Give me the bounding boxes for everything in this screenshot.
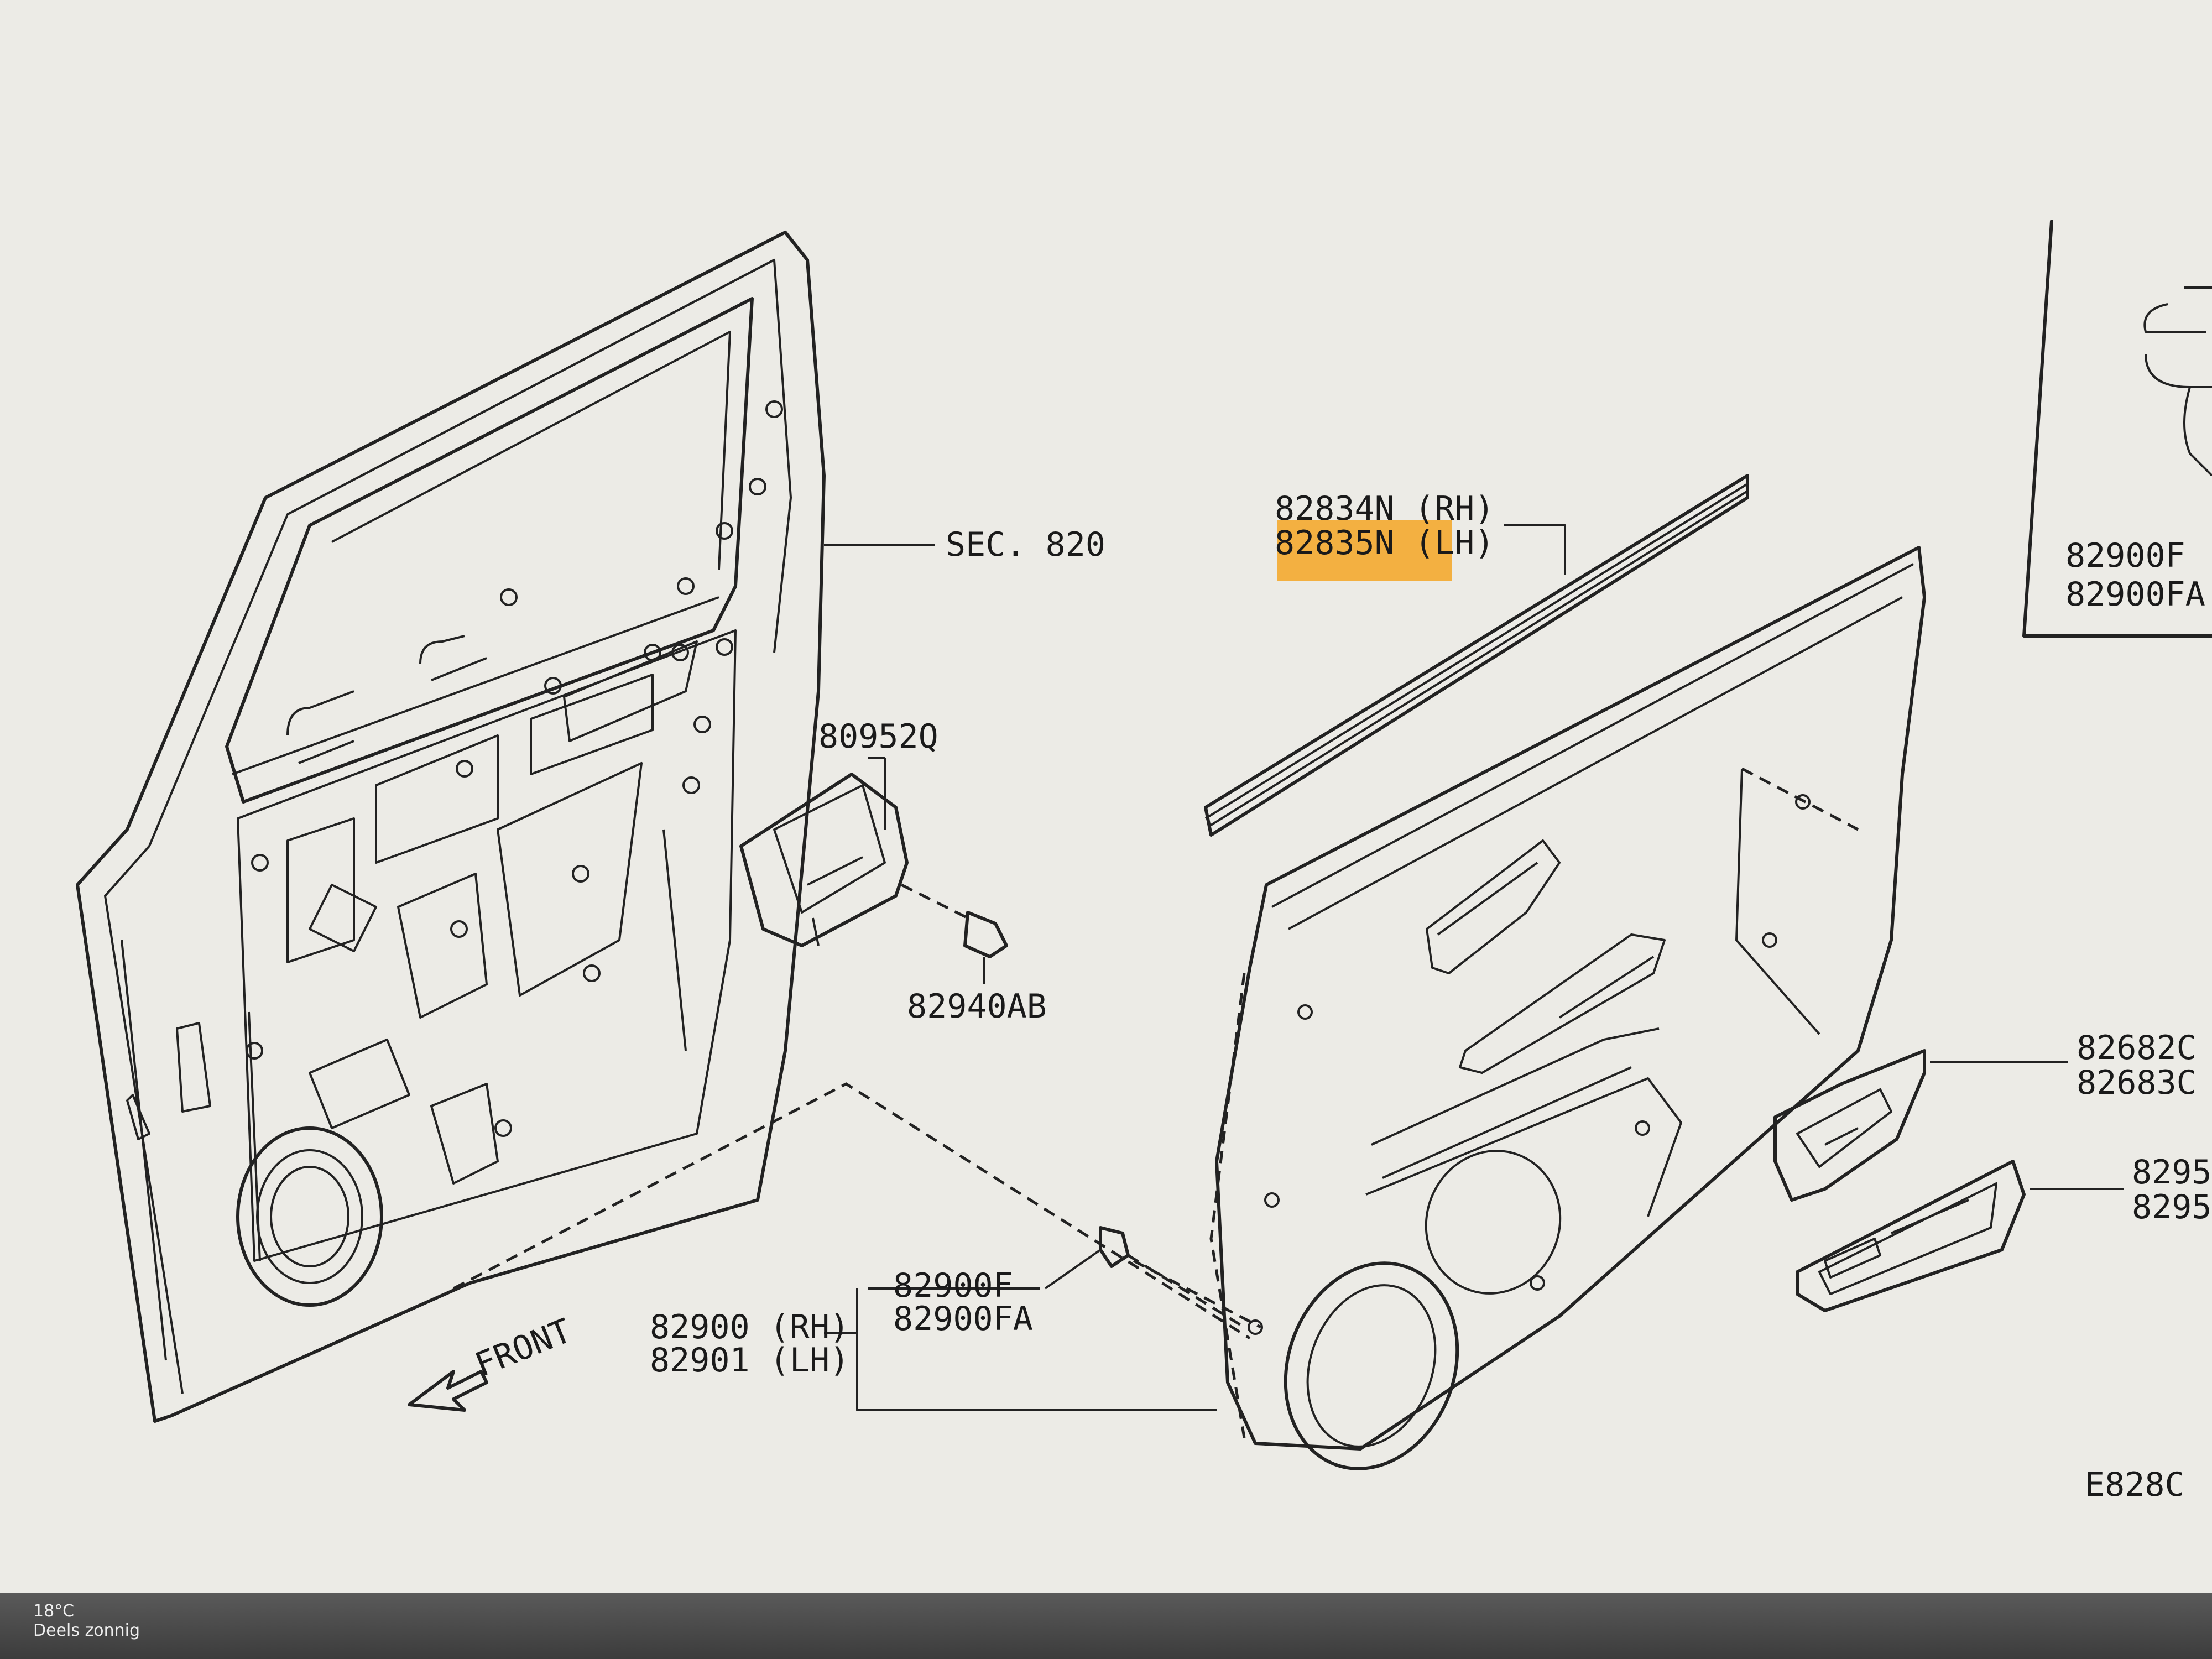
weather-temp: 18°C [33, 1601, 75, 1621]
taskbar: 18°C Deels zonnig [0, 1593, 2212, 1659]
weather-condition: Deels zonnig [33, 1621, 140, 1640]
inner-handle-82682c [1773, 1049, 1926, 1202]
label-82835n: 82835N (LH) [1275, 524, 1494, 562]
label-front: FRONT [469, 1311, 577, 1385]
label-80952q: 80952Q [818, 717, 938, 756]
label-82683c: 82683C [2077, 1063, 2197, 1102]
trim-leader [824, 1332, 1217, 1411]
label-82682c: 82682C [2077, 1029, 2197, 1067]
weatherstrip-leader [1504, 524, 1566, 575]
bolt-82940ab [900, 883, 1008, 984]
window-switch-8295 [1796, 1160, 2026, 1312]
label-diagram-code: E828C [2085, 1465, 2185, 1504]
door-trim-panel [1209, 546, 1926, 1470]
label-inset-82900fa: 82900FA [2065, 575, 2205, 614]
label-82834n: 82834N (RH) [1275, 489, 1494, 528]
weather-widget[interactable]: 18°C Deels zonnig [33, 1601, 140, 1640]
front-arrow-icon [408, 1370, 488, 1412]
door-frame [76, 231, 826, 1423]
bracket-80952q [739, 757, 909, 947]
label-82901-lh: 82901 (LH) [650, 1341, 849, 1380]
label-8295-a: 8295 [2132, 1153, 2212, 1192]
clip-82900f [1044, 1226, 1245, 1329]
label-sec-820: SEC. 820 [946, 525, 1105, 564]
label-82940ab: 82940AB [907, 987, 1047, 1026]
label-82900fa: 82900FA [893, 1300, 1033, 1338]
label-highlight [1277, 520, 1452, 581]
trim-outline-dashed [452, 1082, 1251, 1340]
label-82900-rh: 82900 (RH) [650, 1308, 849, 1347]
weatherstrip-82834n [1204, 474, 1749, 837]
inset-detail [2022, 220, 2212, 638]
label-inset-82900f: 82900F [2065, 536, 2185, 575]
label-8295-b: 8295 [2132, 1188, 2212, 1227]
label-82900f: 82900F [893, 1266, 1013, 1305]
